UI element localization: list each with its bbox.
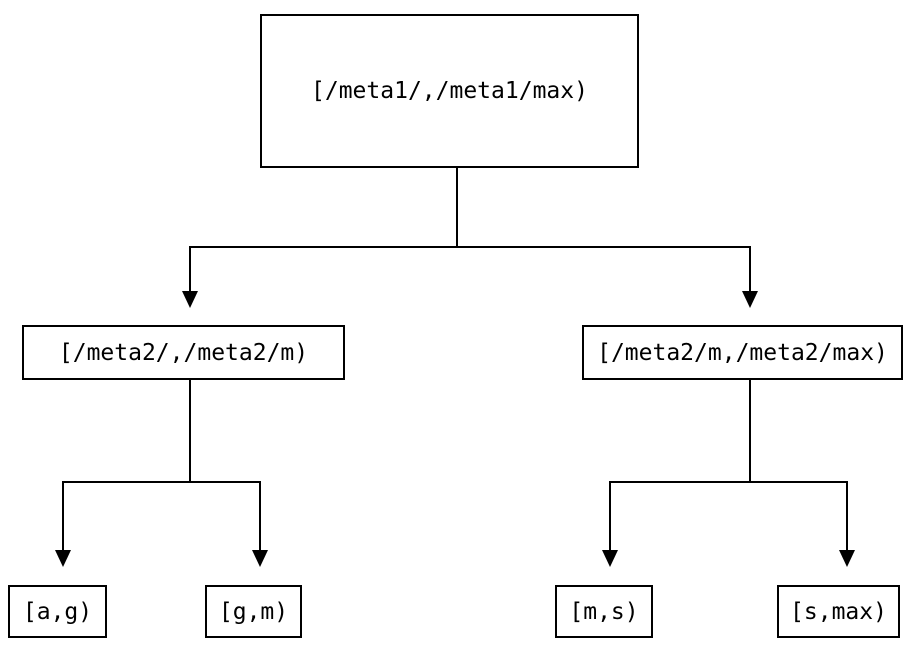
edge-left-to-gm — [189, 380, 261, 551]
node-level2-left-label: [/meta2/,/meta2/m) — [58, 339, 309, 366]
arrow-down-icon — [252, 550, 268, 567]
arrow-down-icon — [839, 550, 855, 567]
node-leaf-gm: [g,m) — [205, 585, 302, 638]
edge-right-to-ms — [609, 380, 751, 551]
node-root: [/meta1/,/meta1/max) — [260, 14, 639, 168]
node-leaf-smax-label: [s,max) — [790, 598, 887, 625]
node-level2-left: [/meta2/,/meta2/m) — [22, 325, 345, 380]
node-leaf-smax: [s,max) — [777, 585, 900, 638]
edge-right-to-smax — [749, 380, 848, 551]
edge-root-to-right — [456, 168, 751, 292]
node-root-label: [/meta1/,/meta1/max) — [311, 78, 588, 104]
arrow-down-icon — [55, 550, 71, 567]
node-level2-right-label: [/meta2/m,/meta2/max) — [597, 339, 888, 366]
edge-root-to-left — [189, 168, 458, 292]
node-leaf-ms: [m,s) — [555, 585, 653, 638]
node-leaf-gm-label: [g,m) — [218, 598, 289, 625]
edge-left-to-ag — [62, 380, 191, 551]
node-leaf-ag: [a,g) — [8, 585, 107, 638]
arrow-down-icon — [182, 291, 198, 308]
node-leaf-ag-label: [a,g) — [22, 598, 93, 625]
node-leaf-ms-label: [m,s) — [569, 598, 639, 625]
node-level2-right: [/meta2/m,/meta2/max) — [582, 325, 903, 380]
arrow-down-icon — [602, 550, 618, 567]
arrow-down-icon — [742, 291, 758, 308]
